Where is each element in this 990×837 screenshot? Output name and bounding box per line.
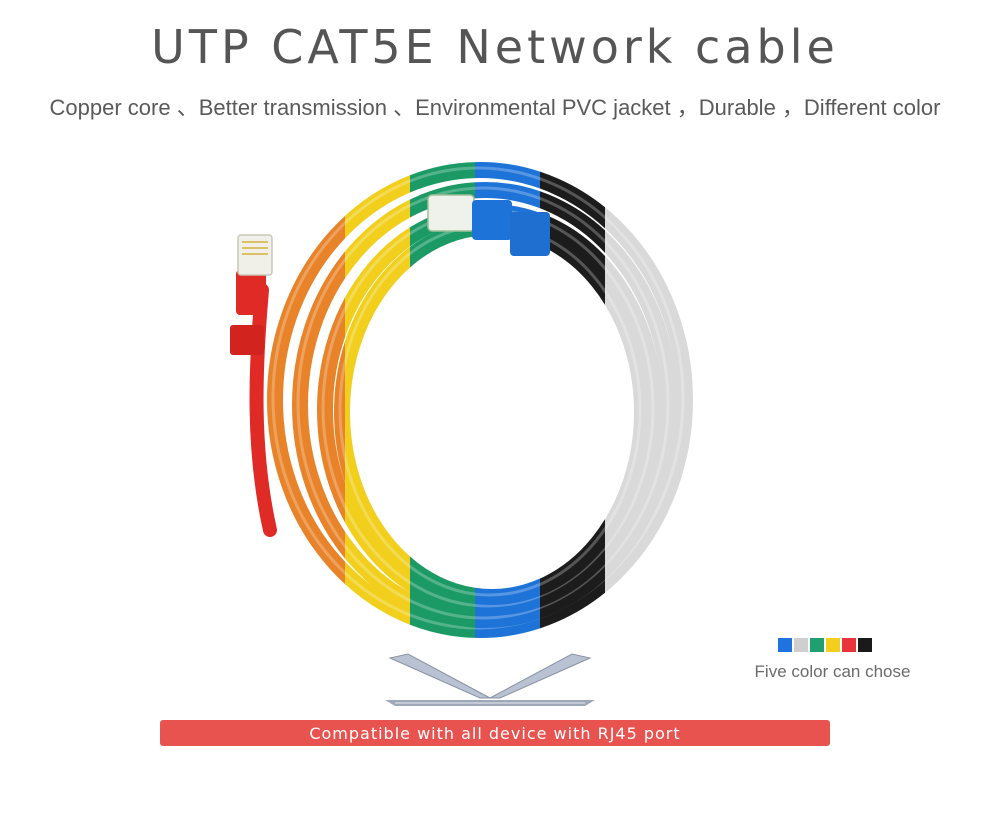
swatch-blue[interactable] — [778, 638, 792, 652]
cable-highlight — [475, 166, 540, 630]
cable-loop — [475, 162, 540, 638]
cable-loop — [292, 251, 345, 559]
cable-highlight — [338, 356, 345, 464]
swatch-yellow[interactable] — [826, 638, 840, 652]
cable-segment — [605, 207, 693, 593]
cable-loop — [605, 277, 650, 547]
color-options-caption: Five color can chose — [754, 662, 911, 681]
laptop-illustration — [385, 653, 595, 706]
cable-highlight — [605, 239, 670, 567]
cable-loop — [475, 182, 540, 628]
compatibility-banner: Compatible with all device with RJ45 por… — [160, 720, 830, 746]
cable-highlight — [605, 266, 655, 550]
cable-highlight — [271, 220, 345, 576]
cable-segment — [267, 215, 345, 585]
cable-loop — [267, 215, 345, 585]
cable-loop — [605, 207, 693, 593]
cable-loop — [605, 256, 663, 564]
cable-highlight — [605, 288, 642, 532]
cable-highlight — [296, 257, 345, 549]
swatch-black[interactable] — [858, 638, 872, 652]
page-title: UTP CAT5E Network cable — [151, 20, 839, 74]
swatch-red[interactable] — [842, 638, 856, 652]
cable-loop — [334, 341, 345, 483]
feature-subtitle: Copper core 、Better transmission 、Enviro… — [49, 95, 941, 120]
cable-highlight — [605, 215, 685, 581]
top-rj45-plugs — [427, 194, 550, 256]
cable-coil-illustration — [230, 162, 693, 638]
swatch-grey[interactable] — [794, 638, 808, 652]
cable-highlight — [321, 305, 345, 511]
cable-loop — [605, 230, 678, 580]
swatch-green[interactable] — [810, 638, 824, 652]
color-swatches — [778, 638, 872, 652]
cable-highlight — [475, 186, 540, 620]
cable-loop — [317, 297, 345, 523]
red-rj45-plug — [230, 234, 277, 537]
